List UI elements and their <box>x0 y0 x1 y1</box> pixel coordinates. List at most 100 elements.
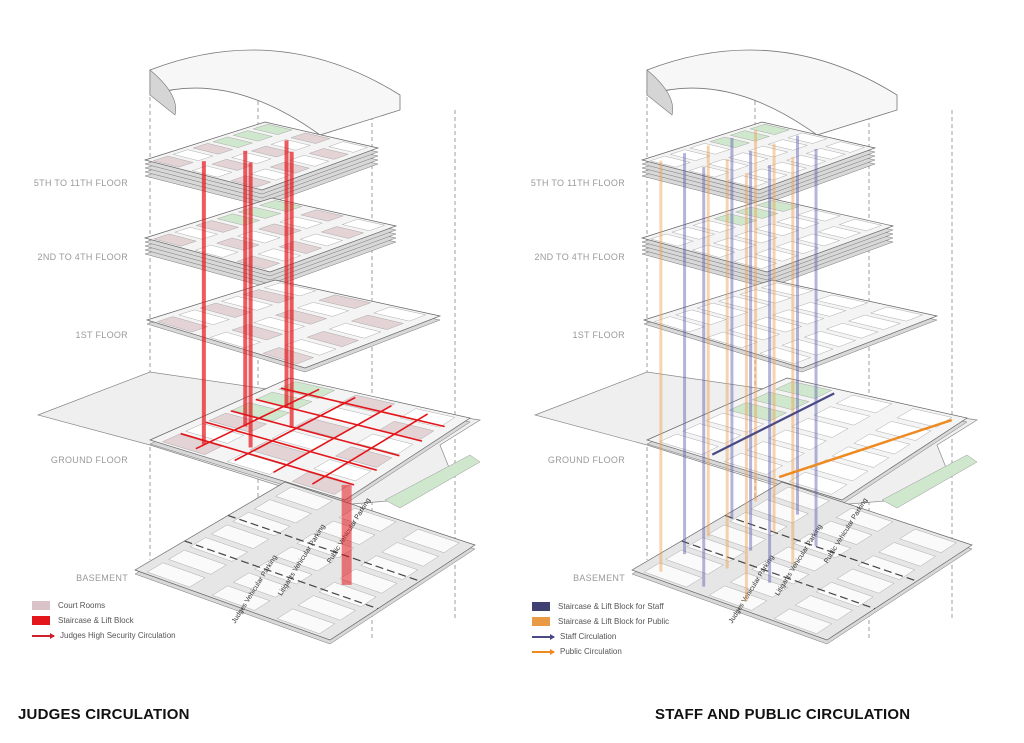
public-lift-core <box>725 159 729 569</box>
room-block <box>653 316 706 333</box>
parking-bay <box>665 549 724 575</box>
arrow-icon <box>532 633 555 640</box>
public-lift-core <box>659 160 663 572</box>
room-block <box>313 459 372 482</box>
room-block <box>749 124 790 135</box>
room-block <box>728 324 781 341</box>
parking-bay <box>857 555 916 580</box>
floor-label-ground: GROUND FLOOR <box>50 455 128 465</box>
room-block <box>334 446 393 468</box>
room-block <box>252 124 293 135</box>
room-block <box>771 309 825 325</box>
judges-circulation-arrow <box>234 396 356 462</box>
room-block <box>232 130 274 142</box>
room-block <box>713 213 758 226</box>
room-block <box>717 296 771 311</box>
legend-item-public-circulation: Public Circulation <box>532 644 669 659</box>
room-block <box>350 314 404 330</box>
room-block <box>300 209 344 222</box>
room-block <box>747 145 789 158</box>
parking-bay <box>708 585 768 611</box>
room-block <box>838 218 883 232</box>
parking-bay <box>254 559 313 585</box>
parking-bay <box>211 585 271 611</box>
room-block <box>734 206 779 219</box>
judges-circulation-arrow <box>195 388 320 450</box>
legend-item-public-staircase: Staircase & Lift Block for Public <box>532 614 669 629</box>
staff-lift-core <box>768 165 772 583</box>
room-block <box>671 227 716 240</box>
room-block <box>195 220 240 233</box>
room-block <box>768 429 827 451</box>
room-block <box>727 175 769 188</box>
legend-item-judges-circulation: Judges High Security Circulation <box>32 628 176 643</box>
room-block <box>658 433 719 455</box>
room-block <box>750 317 803 333</box>
parking-bay <box>643 562 703 588</box>
room-block <box>803 331 857 347</box>
room-block <box>161 433 222 455</box>
room-block <box>174 227 219 240</box>
room-block <box>781 339 834 356</box>
parking-bay <box>750 499 809 524</box>
room-block <box>289 155 330 167</box>
floor-label-ground: GROUND FLOOR <box>547 455 625 465</box>
room-block <box>766 161 808 174</box>
staff-circulation-arrow <box>711 392 835 456</box>
room-block <box>723 452 784 475</box>
legend-item-staircase: Staircase & Lift Block <box>32 613 176 628</box>
room-block <box>215 237 260 251</box>
room-block <box>172 149 214 161</box>
room-block <box>787 132 828 144</box>
room-block <box>236 230 281 244</box>
legend-item-staff-circulation: Staff Circulation <box>532 629 669 644</box>
parking-bay <box>708 524 767 549</box>
staff-lift-core <box>795 135 799 515</box>
room-block <box>156 316 209 333</box>
floor-label-1st: 1ST FLOOR <box>75 330 128 340</box>
floor-label-2nd-4th: 2ND TO 4TH FLOOR <box>37 252 128 262</box>
room-block <box>692 220 737 233</box>
room-block <box>320 226 365 239</box>
legend-label: Staircase & Lift Block for Staff <box>558 602 664 611</box>
roof-canopy <box>646 49 898 136</box>
parking-bay <box>318 582 377 607</box>
room-block <box>328 141 369 153</box>
room-block <box>209 331 262 349</box>
title-judges-circulation: JUDGES CIRCULATION <box>18 706 190 723</box>
room-block <box>242 289 295 304</box>
floor-label-basement: BASEMENT <box>573 573 625 583</box>
judges-circulation-arrow <box>273 405 392 473</box>
green-strip <box>881 454 978 509</box>
room-block <box>728 402 787 422</box>
room-block <box>733 255 778 270</box>
room-block <box>739 289 792 304</box>
title-staff-public-circulation: STAFF AND PUBLIC CIRCULATION <box>655 706 911 723</box>
room-block <box>847 314 901 330</box>
floor-label-1st: 1ST FLOOR <box>572 330 625 340</box>
room-block <box>793 302 847 317</box>
room-block <box>817 226 862 239</box>
legend-label: Staircase & Lift Block <box>58 616 134 625</box>
room-block <box>284 339 337 356</box>
parking-bay <box>275 546 334 572</box>
staff-staircase-swatch <box>532 602 550 611</box>
room-block <box>152 155 194 168</box>
room-block <box>733 230 778 244</box>
parking-bay <box>232 512 291 536</box>
parking-bay <box>253 499 312 524</box>
room-block <box>688 165 730 178</box>
parking-divider <box>681 540 876 610</box>
room-block <box>813 406 871 426</box>
room-block <box>689 143 731 155</box>
room-block <box>399 408 456 428</box>
room-block <box>373 306 427 322</box>
room-block <box>815 294 869 309</box>
staff-lift-core <box>749 151 753 551</box>
room-block <box>236 255 281 270</box>
public-lift-core <box>754 130 758 502</box>
room-block <box>805 148 846 160</box>
room-block <box>755 223 799 236</box>
judges-lift-core <box>289 151 294 428</box>
